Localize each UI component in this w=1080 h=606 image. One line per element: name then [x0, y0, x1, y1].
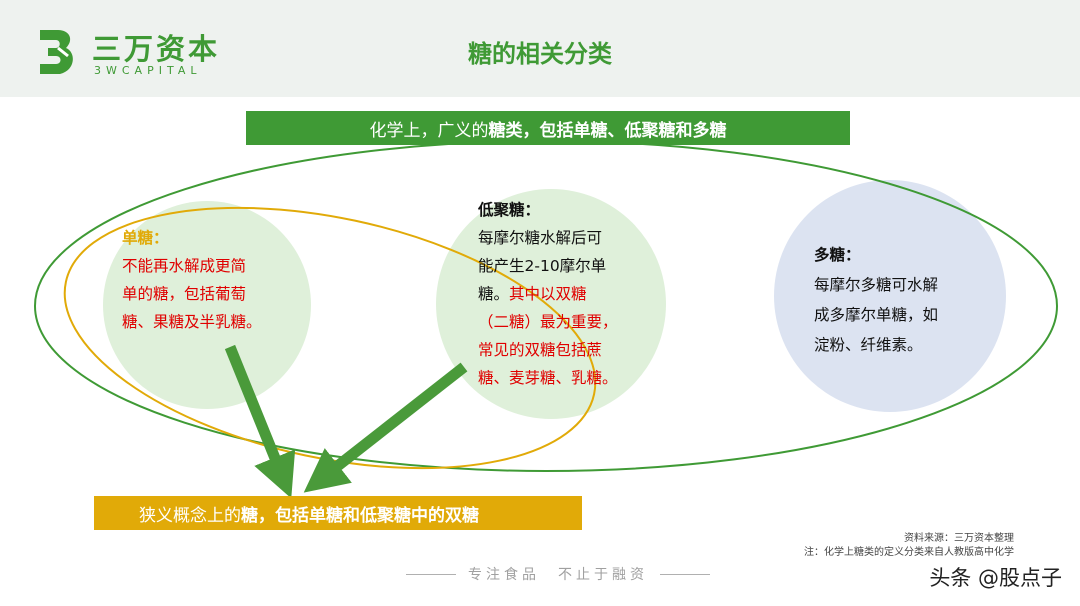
polysaccharide-line: 淀粉、纤维素。 [814, 336, 923, 354]
polysaccharide-line: 成多摩尔单糖，如 [814, 306, 939, 324]
monosaccharide-line: 糖、果糖及半乳糖。 [122, 313, 262, 331]
oligosaccharide-line3-black: 糖。 [478, 285, 510, 303]
watermark: 头条 @股点子 [929, 566, 1062, 590]
broad-definition-prefix: 化学上，广义的 [369, 120, 489, 141]
oligosaccharide-line: 糖、麦芽糖、乳糖。 [478, 369, 618, 387]
oligosaccharide-heading: 低聚糖： [478, 201, 541, 219]
oligosaccharide-circle [436, 189, 666, 419]
oligosaccharide-line: 每摩尔糖水解后可 [478, 229, 603, 247]
header-bar: 三万资本 3WCAPITAL 糖的相关分类 [0, 0, 1080, 97]
narrow-definition-banner: 狭义概念上的糖，包括单糖和低聚糖中的双糖 [94, 496, 582, 530]
page-title: 糖的相关分类 [468, 40, 612, 68]
oligosaccharide-line: （二糖）最为重要， [478, 313, 618, 331]
slogan-divider-left [406, 573, 456, 575]
oligosaccharide-line: 常见的双糖包括蔗 [478, 341, 603, 359]
broad-sugar-ellipse [34, 140, 1058, 472]
oligosaccharide-line: 能产生2-10摩尔单 [478, 257, 607, 275]
polysaccharide-text: 多糖： 每摩尔多糖可水解 成多摩尔单糖，如 淀粉、纤维素。 [814, 240, 984, 360]
note-line: 注：化学上糖类的定义分类来自人教版高中化学 [804, 547, 1014, 558]
monosaccharide-heading: 单糖： [122, 229, 169, 247]
narrow-definition-prefix: 狭义概念上的 [139, 505, 241, 526]
oligosaccharide-line: 糖。其中以双糖 [478, 280, 648, 308]
arrow-monosaccharide [224, 344, 296, 499]
monosaccharide-circle [103, 201, 311, 409]
company-logo: 三万资本 3WCAPITAL [36, 26, 236, 78]
oligosaccharide-line3-red: 其中以双糖 [509, 285, 587, 303]
logo-chinese-name: 三万资本 [92, 32, 221, 66]
monosaccharide-text: 单糖： 不能再水解成更简 单的糖，包括葡萄 糖、果糖及半乳糖。 [122, 224, 302, 336]
slogan-text: 专注食品 不止于融资 [468, 567, 648, 583]
logo-mark-icon [40, 30, 73, 74]
footer-slogan: 专注食品 不止于融资 [400, 564, 716, 584]
logo-english-name: 3WCAPITAL [94, 64, 202, 77]
source-notes: 资料来源：三万资本整理 注：化学上糖类的定义分类来自人教版高中化学 [804, 532, 1014, 560]
polysaccharide-line: 每摩尔多糖可水解 [814, 276, 939, 294]
polysaccharide-heading: 多糖： [814, 246, 861, 264]
narrow-definition-bold: 糖，包括单糖和低聚糖中的双糖 [241, 505, 479, 526]
broad-definition-banner: 化学上，广义的糖类，包括单糖、低聚糖和多糖 [246, 111, 850, 145]
monosaccharide-line: 单的糖，包括葡萄 [122, 285, 247, 303]
broad-definition-bold: 糖类，包括单糖、低聚糖和多糖 [488, 120, 727, 141]
monosaccharide-line: 不能再水解成更简 [122, 257, 247, 275]
source-line: 资料来源：三万资本整理 [904, 533, 1014, 544]
oligosaccharide-text: 低聚糖： 每摩尔糖水解后可 能产生2-10摩尔单 糖。其中以双糖 （二糖）最为重… [478, 196, 648, 392]
slogan-divider-right [660, 573, 710, 575]
arrow-disaccharide [303, 362, 468, 493]
polysaccharide-circle [774, 180, 1006, 412]
